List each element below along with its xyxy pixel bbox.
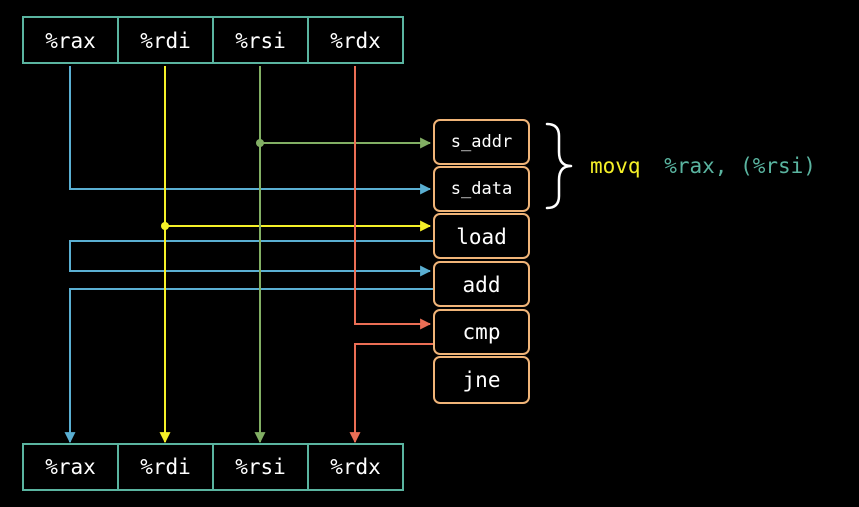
register-cell (307, 16, 404, 64)
op-box-s-data (433, 166, 530, 212)
register-label-rsi: %rsi (235, 455, 286, 479)
register-file-top: %rax %rdi %rsi %rdx (22, 16, 404, 64)
op-label-add: add (463, 273, 501, 297)
register-label-rax: %rax (45, 29, 96, 53)
register-cell (307, 443, 404, 491)
register-label-rdi: %rdi (140, 29, 191, 53)
register-label-rsi: %rsi (235, 29, 286, 53)
op-label-jne: jne (463, 368, 501, 392)
op-label-cmp: cmp (463, 320, 501, 344)
register-cell (117, 443, 214, 491)
register-cell (117, 16, 214, 64)
wire-load-to-add (69, 240, 434, 277)
wires (64, 66, 434, 444)
micro-op-column: s_addr s_data load add cmp jne (433, 119, 530, 404)
op-box-jne (433, 356, 530, 404)
op-box-cmp (433, 309, 530, 355)
op-box-s-addr (433, 119, 530, 165)
op-box-add (433, 261, 530, 307)
wire-cmp-to-rdx-out (349, 343, 434, 444)
wire-rdx-to-cmp (354, 66, 432, 330)
register-label-rdx: %rdx (330, 455, 381, 479)
register-label-rdi: %rdi (140, 455, 191, 479)
curly-brace (545, 122, 573, 210)
op-label-load: load (456, 225, 507, 249)
register-cell (22, 16, 119, 64)
op-box-load (433, 213, 530, 259)
register-label-rdx: %rdx (330, 29, 381, 53)
register-file-bottom: %rax %rdi %rsi %rdx (22, 443, 404, 491)
junction-rsi (256, 139, 264, 147)
wire-add-to-rax-out (64, 288, 434, 444)
register-label-rax: %rax (45, 455, 96, 479)
register-cell (212, 16, 309, 64)
instruction-mnemonic: movq (590, 154, 641, 178)
instruction-line: movq %rax, (%rsi) (590, 154, 816, 178)
junction-rdi (161, 222, 169, 230)
wire-rax-to-s-data (69, 66, 432, 195)
op-label-s-data: s_data (451, 179, 512, 199)
op-label-s-addr: s_addr (451, 132, 512, 152)
instruction-operands: %rax, (%rsi) (664, 154, 816, 178)
